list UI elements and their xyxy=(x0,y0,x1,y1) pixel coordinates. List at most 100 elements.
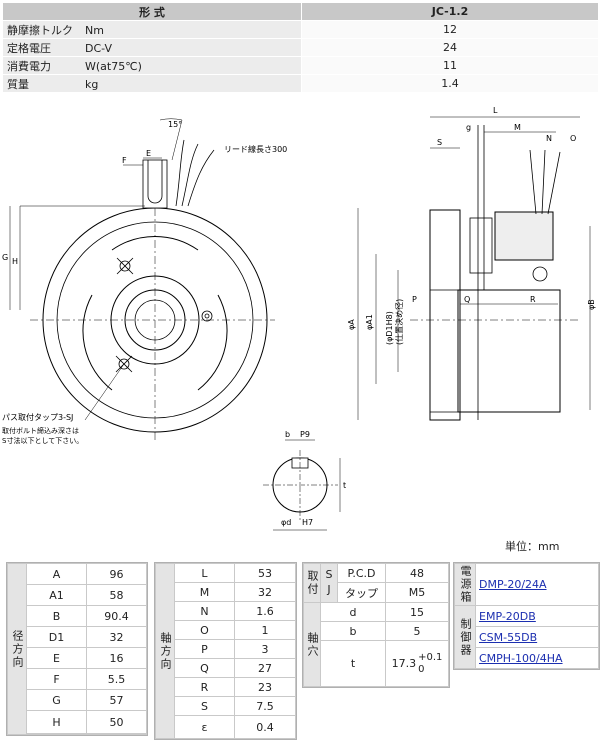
dim-phiA1-label: φA1 xyxy=(365,314,374,330)
dim-value: 5.5 xyxy=(87,669,146,689)
shaft-title: 軸穴 xyxy=(304,603,320,686)
spec-label: 消費電力 xyxy=(7,59,51,73)
dim-name: E xyxy=(27,648,86,668)
dim-name: B xyxy=(27,606,86,626)
dim-value: 53 xyxy=(235,564,295,582)
axial-dims-table: 軸方向 L 53 M 32 N 1.6 O 1 P 3 Q 27 R 23 S … xyxy=(154,562,297,740)
dim-value: 1 xyxy=(235,621,295,639)
lead-wire-label: リード線長さ300 xyxy=(224,144,287,154)
dim-value: 23 xyxy=(235,678,295,696)
spec-unit: DC-V xyxy=(85,41,113,55)
spec-unit: W(at75℃) xyxy=(85,59,142,73)
dim-value: 1.6 xyxy=(235,602,295,620)
controller-link[interactable]: CSM-55DB xyxy=(476,627,598,647)
t-label: t xyxy=(321,641,385,686)
dim-name: Q xyxy=(175,659,234,677)
product-links-table: 電源箱 DMP-20/24A 制御器 EMP-20DB CSM-55DB CMP… xyxy=(453,562,600,670)
spec-label: 定格電圧 xyxy=(7,41,51,55)
controller-link[interactable]: CMPH-100/4HA xyxy=(476,648,598,668)
dim-name: F xyxy=(27,669,86,689)
dim-R-label: R xyxy=(530,295,536,304)
dim-value: 32 xyxy=(235,583,295,601)
dim-phiD1-label: (φD1H8) xyxy=(385,311,394,345)
power-box-link[interactable]: DMP-20/24A xyxy=(476,564,598,605)
dim-H7-label: H7 xyxy=(302,518,313,527)
dim-value: 50 xyxy=(87,711,146,733)
t-tol-minus: 0 xyxy=(418,663,425,675)
dim-value: 58 xyxy=(87,585,146,605)
tap-label: タップ xyxy=(338,583,385,602)
radial-dims-table: 径方向 A 96 A1 58 B 90.4 D1 32 E 16 F 5.5 G… xyxy=(6,562,148,736)
dim-S-label: S xyxy=(437,138,442,147)
dim-name: L xyxy=(175,564,234,582)
mount-shaft-table: 取付 SJ P.C.D 48 タップ M5 軸穴 d 15 b 5 t 17.3… xyxy=(302,562,450,688)
spec-value: 1.4 xyxy=(302,75,598,92)
d-value: 15 xyxy=(386,603,448,621)
dim-phiA-label: φA xyxy=(347,319,356,330)
dim-b-label: b xyxy=(285,430,290,439)
dim-name: S xyxy=(175,697,234,715)
dim-t-label: t xyxy=(343,481,346,490)
technical-drawing: 15° リード線長さ300 F E G H パス取付タップ3-SJ 取付ボルト締… xyxy=(2,106,596,531)
unit-label: 単位：mm xyxy=(505,540,560,553)
d-label: d xyxy=(321,603,385,621)
spec-label: 質量 xyxy=(7,77,29,91)
dim-name: ε xyxy=(175,716,234,738)
dim-value: 7.5 xyxy=(235,697,295,715)
dim-Q-label: Q xyxy=(464,295,470,304)
spec-value: 11 xyxy=(302,57,598,74)
dim-name: D1 xyxy=(27,627,86,647)
shaft-hole-detail xyxy=(263,439,341,531)
dim-value: 3 xyxy=(235,640,295,658)
dim-name: N xyxy=(175,602,234,620)
dim-name: A xyxy=(27,564,86,584)
spec-unit: kg xyxy=(85,77,99,91)
power-box-title: 電源箱 xyxy=(455,564,475,605)
dim-g-label: g xyxy=(466,123,471,132)
dim-value: 32 xyxy=(87,627,146,647)
dim-name: G xyxy=(27,690,86,710)
dim-M-label: M xyxy=(514,123,521,132)
pcd-label: P.C.D xyxy=(338,564,385,582)
dim-name: A1 xyxy=(27,585,86,605)
dim-value: 57 xyxy=(87,690,146,710)
dim-O-label: O xyxy=(570,134,576,143)
dim-F-label: F xyxy=(122,156,127,165)
pcd-value: 48 xyxy=(386,564,448,582)
bolt-note-1: 取付ボルト締込み深さは xyxy=(2,426,79,435)
dim-name: H xyxy=(27,711,86,733)
b-value: 5 xyxy=(386,622,448,640)
dim-name: P xyxy=(175,640,234,658)
dim-G-label: G xyxy=(2,253,8,262)
controller-title: 制御器 xyxy=(455,606,475,668)
spec-header-model: JC-1.2 xyxy=(302,3,598,20)
dim-name: O xyxy=(175,621,234,639)
dim-value: 96 xyxy=(87,564,146,584)
tap-note: パス取付タップ3-SJ xyxy=(2,412,73,422)
front-view xyxy=(9,118,275,440)
dim-N-label: N xyxy=(546,134,552,143)
controller-link[interactable]: EMP-20DB xyxy=(476,606,598,626)
t-tol-plus: +0.1 xyxy=(418,651,443,663)
dim-P9-label: P9 xyxy=(300,430,310,439)
t-value-cell: 17.3 +0.1 0 xyxy=(386,641,448,686)
fit-note: (仕置決め径) xyxy=(394,299,404,345)
radial-dims-title: 径方向 xyxy=(8,564,26,734)
dim-value: 0.4 xyxy=(235,716,295,738)
spec-value: 24 xyxy=(302,39,598,56)
tap-value: M5 xyxy=(386,583,448,602)
sj-label: SJ xyxy=(321,564,337,602)
dim-phiB-label: φB xyxy=(587,299,596,310)
spec-row: 定格電圧 DC-V 24 xyxy=(3,39,598,56)
spec-unit: Nm xyxy=(85,23,104,37)
dim-value: 16 xyxy=(87,648,146,668)
b-label: b xyxy=(321,622,385,640)
spec-row: 消費電力 W(at75℃) 11 xyxy=(3,57,598,74)
angle-label: 15° xyxy=(168,120,182,129)
dim-P-label: P xyxy=(412,295,417,304)
bolt-note-2: S寸法以下として下さい。 xyxy=(2,436,83,445)
spec-row: 質量 kg 1.4 xyxy=(3,75,598,92)
axial-dims-title: 軸方向 xyxy=(156,564,174,738)
